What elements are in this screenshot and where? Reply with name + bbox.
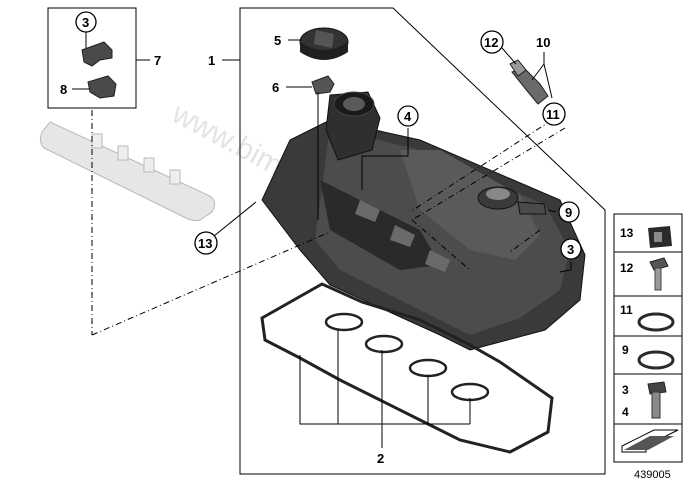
legend-row-3-4: 3 4 bbox=[622, 381, 667, 419]
cylinder-head-cover bbox=[261, 119, 586, 351]
inset-box-7 bbox=[47, 7, 137, 109]
svg-text:11: 11 bbox=[546, 107, 560, 122]
legend-row-9: 9 bbox=[622, 343, 675, 370]
diagram-number: 439005 bbox=[634, 469, 671, 481]
fuel-rail bbox=[39, 121, 216, 222]
callout-3-inset: 3 bbox=[75, 11, 97, 33]
svg-text:2: 2 bbox=[377, 451, 384, 466]
svg-text:5: 5 bbox=[274, 33, 281, 48]
svg-text:9: 9 bbox=[565, 205, 572, 220]
svg-text:13: 13 bbox=[198, 236, 212, 251]
position-sensor bbox=[509, 59, 549, 105]
oil-filler-neck bbox=[325, 91, 381, 161]
callout-10: 10 bbox=[536, 35, 550, 50]
svg-text:3: 3 bbox=[82, 15, 89, 30]
grommet-icon bbox=[648, 226, 672, 248]
svg-text:11: 11 bbox=[620, 303, 633, 317]
direction-arrow-icon bbox=[621, 429, 679, 453]
breather-valve bbox=[477, 186, 547, 215]
oil-filler-cap bbox=[299, 27, 349, 60]
svg-text:6: 6 bbox=[272, 80, 279, 95]
callout-2: 2 bbox=[377, 451, 384, 466]
callout-1: 1 bbox=[208, 53, 215, 68]
clip-part-3 bbox=[81, 41, 113, 67]
callout-8: 8 bbox=[60, 82, 67, 97]
legend-panel bbox=[613, 213, 683, 463]
stud-bolt-icon bbox=[647, 381, 667, 419]
svg-text:3: 3 bbox=[622, 383, 629, 397]
callout-12: 12 bbox=[480, 30, 504, 54]
callout-7: 7 bbox=[154, 53, 161, 68]
svg-text:12: 12 bbox=[620, 261, 634, 275]
svg-text:4: 4 bbox=[622, 405, 629, 419]
svg-text:1: 1 bbox=[208, 53, 215, 68]
svg-text:4: 4 bbox=[404, 109, 412, 124]
legend-row-11: 11 bbox=[620, 303, 675, 332]
callout-11: 11 bbox=[542, 102, 566, 126]
legend-row-13: 13 bbox=[620, 226, 672, 248]
svg-text:7: 7 bbox=[154, 53, 161, 68]
svg-text:10: 10 bbox=[536, 35, 550, 50]
cap-gasket bbox=[311, 75, 335, 95]
callout-13: 13 bbox=[194, 231, 218, 255]
legend-row-12: 12 bbox=[620, 257, 669, 291]
svg-text:8: 8 bbox=[60, 82, 67, 97]
callout-4: 4 bbox=[397, 105, 419, 127]
main-assembly-frame bbox=[239, 7, 606, 475]
svg-text:3: 3 bbox=[567, 242, 574, 257]
reference-lines bbox=[91, 110, 566, 336]
callout-9: 9 bbox=[558, 201, 580, 223]
bolt-icon bbox=[649, 257, 669, 291]
leader-lines bbox=[72, 30, 572, 448]
o-ring-icon bbox=[637, 312, 675, 332]
clip-part-8 bbox=[87, 75, 117, 99]
callout-6: 6 bbox=[272, 80, 279, 95]
o-ring-icon bbox=[637, 350, 675, 370]
svg-text:9: 9 bbox=[622, 343, 629, 357]
callout-5: 5 bbox=[274, 33, 281, 48]
callout-3-right: 3 bbox=[560, 238, 582, 260]
svg-text:13: 13 bbox=[620, 226, 634, 240]
svg-text:12: 12 bbox=[484, 35, 498, 50]
